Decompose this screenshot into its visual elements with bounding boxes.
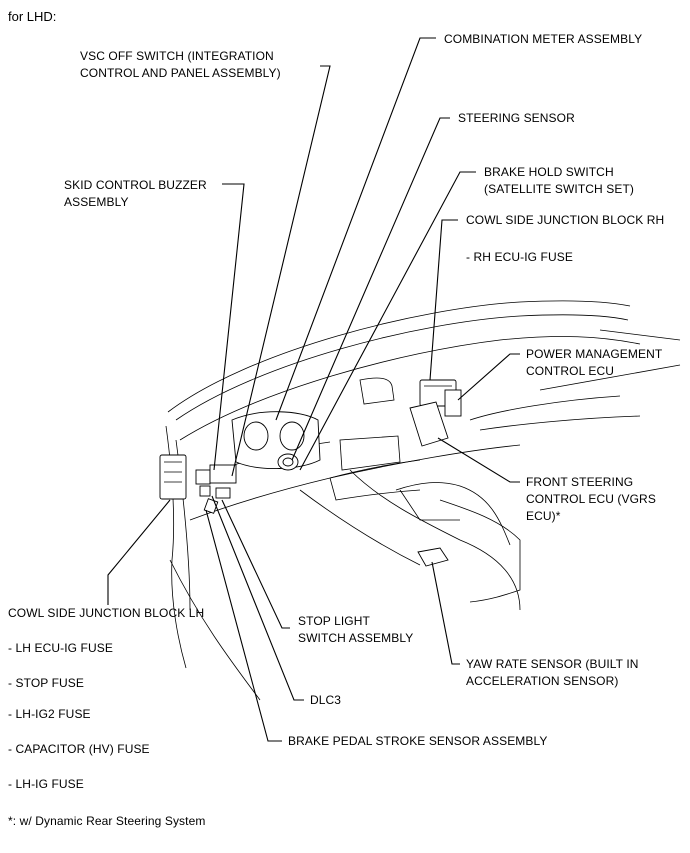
vsc-off-switch-label-line1: VSC OFF SWITCH (INTEGRATION (80, 49, 274, 63)
dlc3-label: DLC3 (310, 693, 342, 707)
component-shapes (159, 379, 462, 567)
skid-control-buzzer-label-line2: ASSEMBLY (64, 195, 129, 209)
power-management-ecu-label-line1: POWER MANAGEMENT (526, 347, 663, 361)
capacitor-hv-fuse-label: - CAPACITOR (HV) FUSE (8, 742, 150, 756)
yaw-rate-sensor-label-line2: ACCELERATION SENSOR) (466, 674, 619, 688)
rh-ecu-ig-fuse-label: - RH ECU-IG FUSE (466, 250, 573, 264)
footnote: *: w/ Dynamic Rear Steering System (8, 814, 206, 828)
combination-meter-label: COMBINATION METER ASSEMBLY (444, 32, 643, 46)
steering-sensor-label: STEERING SENSOR (458, 111, 575, 125)
front-steering-ecu-label-line1: FRONT STEERING (526, 475, 634, 489)
lh-ig-fuse-label: - LH-IG FUSE (8, 777, 84, 791)
lh-ecu-ig-fuse-label: - LH ECU-IG FUSE (8, 641, 113, 655)
front-steering-ecu-label-line2: CONTROL ECU (VGRS (526, 492, 656, 506)
yaw-rate-sensor-label-line1: YAW RATE SENSOR (BUILT IN (466, 657, 639, 671)
brake-hold-switch-label-line1: BRAKE HOLD SWITCH (484, 165, 614, 179)
brake-hold-switch-label-line2: (SATELLITE SWITCH SET) (484, 182, 634, 196)
stop-fuse-label: - STOP FUSE (8, 676, 85, 690)
page-title: for LHD: (8, 9, 57, 24)
stop-light-switch-label-line2: SWITCH ASSEMBLY (298, 631, 414, 645)
brake-pedal-stroke-sensor-label: BRAKE PEDAL STROKE SENSOR ASSEMBLY (288, 734, 548, 748)
skid-control-buzzer-label-line1: SKID CONTROL BUZZER (64, 178, 207, 192)
vsc-off-switch-label-line2: CONTROL AND PANEL ASSEMBLY) (80, 66, 281, 80)
dashboard-outline (165, 300, 681, 701)
leader-lines (107, 37, 520, 742)
stop-light-switch-label-line1: STOP LIGHT (298, 614, 370, 628)
cowl-side-junction-block-rh-label: COWL SIDE JUNCTION BLOCK RH (466, 213, 665, 227)
front-steering-ecu-label-line3: ECU)* (526, 509, 561, 523)
power-management-ecu-label-line2: CONTROL ECU (526, 364, 614, 378)
lh-ig2-fuse-label: - LH-IG2 FUSE (8, 707, 91, 721)
cowl-side-junction-block-lh-label: COWL SIDE JUNCTION BLOCK LH (8, 606, 205, 620)
